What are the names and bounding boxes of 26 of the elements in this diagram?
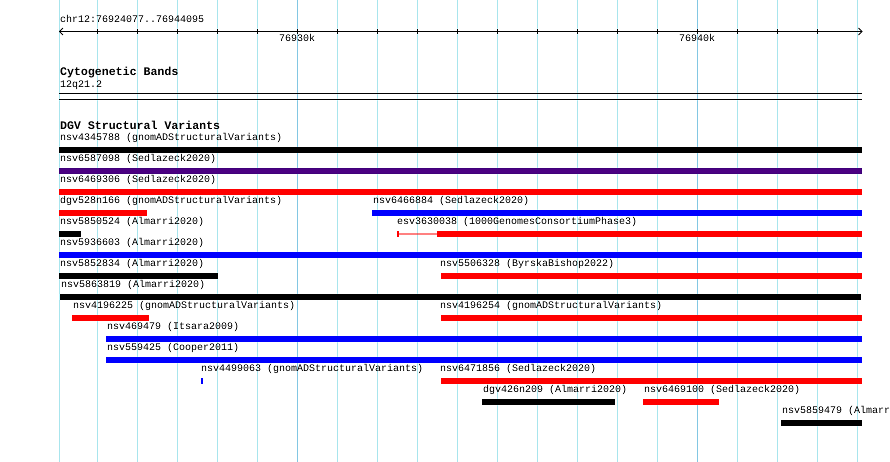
variant-label: nsv5859479 (Almarr bbox=[782, 406, 890, 418]
band-label: 12q21.2 bbox=[60, 80, 102, 92]
variant-label: nsv4196254 (gnomADStructuralVariants) bbox=[440, 301, 662, 313]
tick-label: 76930k bbox=[279, 34, 316, 46]
variant-label: nsv559425 (Cooper2011) bbox=[107, 343, 240, 355]
variant-label: nsv6466884 (Sedlazeck2020) bbox=[373, 196, 530, 208]
variant-label: esv3630038 (1000GenomesConsortiumPhase3) bbox=[397, 217, 638, 229]
variant-label: nsv4196225 (gnomADStructuralVariants) bbox=[73, 301, 296, 313]
variant-label: dgv426n209 (Almarri2020) bbox=[483, 385, 628, 397]
region-label: chr12:76924077..76944095 bbox=[60, 15, 204, 27]
variant-label: nsv4499063 (gnomADStructuralVariants) bbox=[201, 364, 424, 376]
variant-label: dgv528n166 (gnomADStructuralVariants) bbox=[60, 196, 282, 208]
variant-label: nsv469479 (Itsara2009) bbox=[107, 322, 240, 334]
variant-label: nsv5506328 (ByrskaBishop2022) bbox=[440, 259, 614, 271]
variant-label: nsv6469100 (Sedlazeck2020) bbox=[644, 385, 800, 397]
variant-label: nsv6469306 (Sedlazeck2020) bbox=[60, 175, 216, 187]
variant-label: nsv5863819 (Almarri2020) bbox=[61, 280, 206, 292]
variant-label: nsv6587098 (Sedlazeck2020) bbox=[60, 154, 216, 166]
variant-label: nsv5852834 (Almarri2020) bbox=[60, 259, 204, 271]
tick-label: 76940k bbox=[679, 34, 716, 46]
variant-label: nsv6471856 (Sedlazeck2020) bbox=[440, 364, 596, 376]
track-title: DGV Structural Variants bbox=[60, 120, 220, 133]
variant-label: nsv5936603 (Almarri2020) bbox=[60, 238, 204, 250]
variant-label: nsv5850524 (Almarri2020) bbox=[60, 217, 204, 229]
track-title: Cytogenetic Bands bbox=[60, 66, 178, 80]
variant-label: nsv4345788 (gnomADStructuralVariants) bbox=[60, 133, 282, 145]
